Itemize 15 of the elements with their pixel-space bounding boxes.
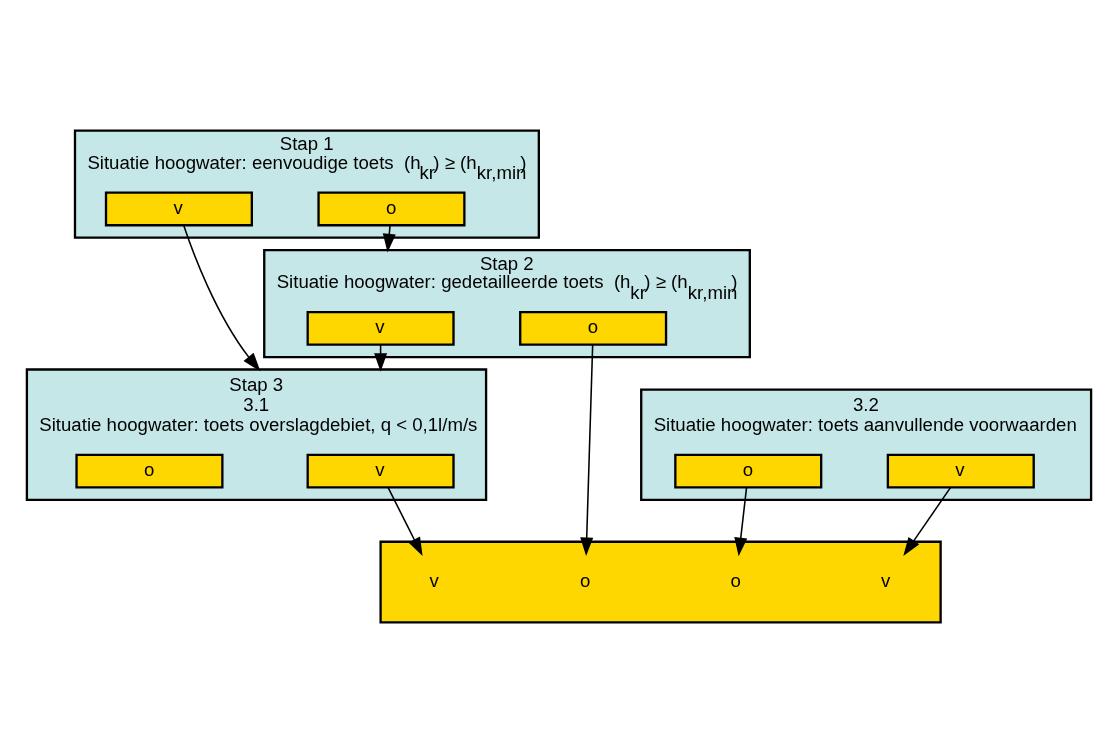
node-text: o: [579, 569, 591, 591]
node-text: v: [880, 569, 891, 591]
node-box: o: [317, 191, 466, 227]
node-box: v: [886, 453, 1035, 489]
node-box: v: [104, 191, 253, 227]
node-box: o: [519, 310, 668, 346]
arrow: [580, 344, 594, 557]
node-box: o: [674, 453, 823, 489]
node-box: o: [75, 453, 224, 489]
arrow: [734, 486, 748, 557]
node-text: v: [429, 569, 439, 591]
cluster: [379, 540, 942, 624]
node-box: v: [306, 453, 455, 489]
node-box: v: [306, 310, 455, 346]
node-text: o: [730, 569, 741, 591]
